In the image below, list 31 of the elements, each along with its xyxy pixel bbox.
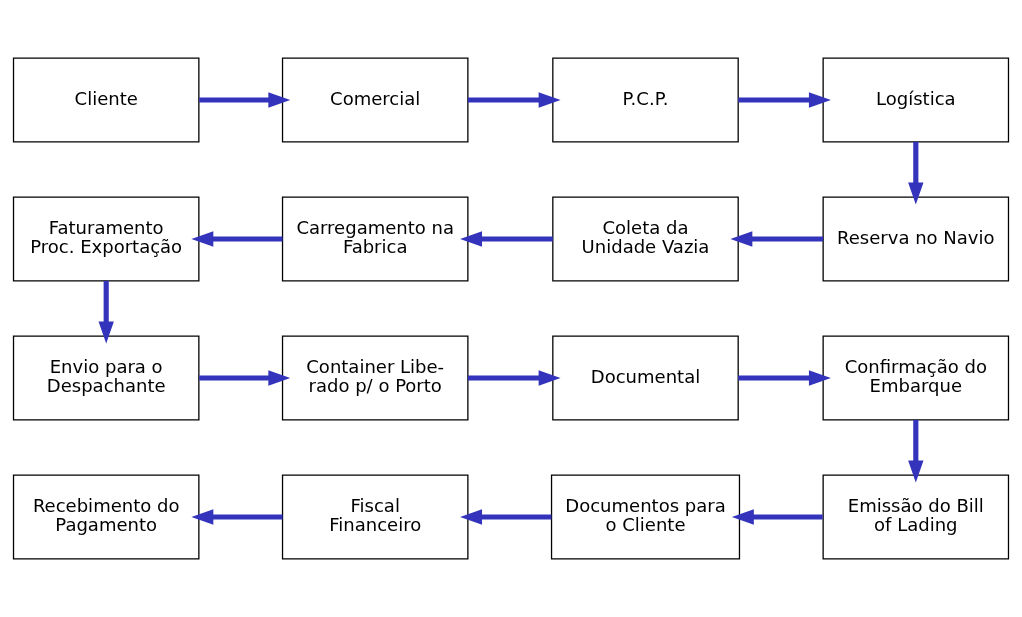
node-box: Fiscal Financeiro: [281, 474, 469, 560]
node-box: Documental: [552, 335, 739, 421]
arrow: [731, 509, 823, 525]
node-box: Container Libe- rado p/ o Porto: [281, 335, 469, 421]
arrow: [908, 141, 924, 205]
arrow: [191, 509, 283, 525]
node-box: Reserva no Navio: [822, 196, 1010, 282]
node-box: Coleta da Unidade Vazia: [552, 196, 739, 282]
arrow: [738, 92, 831, 108]
arrow: [460, 231, 553, 247]
arrow: [199, 370, 291, 386]
node-box: Recebimento do Pagamento: [12, 474, 200, 560]
node-box: Cliente: [12, 57, 200, 143]
arrow: [191, 231, 283, 247]
arrow: [738, 370, 831, 386]
node-box: Carregamento na Fabrica: [281, 196, 469, 282]
arrow: [467, 370, 561, 386]
node-box: Confirmação do Embarque: [822, 335, 1010, 421]
arrow: [467, 92, 561, 108]
arrow: [460, 509, 552, 525]
node-box: Comercial: [281, 57, 469, 143]
arrow: [908, 419, 924, 483]
node-box: Logística: [822, 57, 1010, 143]
node-box: Envio para o Despachante: [12, 335, 200, 421]
node-box: Documentos para o Cliente: [550, 474, 741, 560]
arrow: [199, 92, 291, 108]
arrow: [730, 231, 824, 247]
node-box: P.C.P.: [552, 57, 739, 143]
arrow: [98, 280, 114, 344]
node-box: Emissão do Bill of Lading: [822, 474, 1010, 560]
node-box: Faturamento Proc. Exportação: [12, 196, 200, 282]
